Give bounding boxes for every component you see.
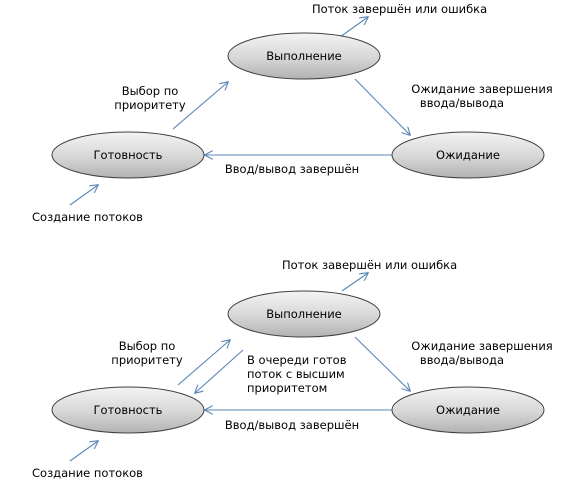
label-wait-io-line-2: ввода/вывода: [420, 353, 504, 367]
label-select-line-2: приоритету: [114, 98, 186, 112]
label-exit: Поток завершён или ошибка: [312, 2, 487, 16]
state-node-running: Выполнение: [227, 32, 381, 80]
label-io-done: Ввод/вывод завершён: [225, 418, 359, 432]
state-label-ready: Готовность: [94, 148, 163, 162]
label-select-line-1: Выбор по: [122, 84, 179, 98]
arrow-exit-top: [339, 17, 368, 38]
state-node-waiting: Ожидание: [391, 386, 545, 434]
state-label-running: Выполнение: [266, 307, 342, 321]
state-node-ready: Готовность: [51, 131, 205, 179]
label-preempt-line-2: поток с высшим: [247, 367, 345, 381]
arrow-wait-io-bottom: [354, 336, 410, 391]
label-exit: Поток завершён или ошибка: [282, 258, 457, 272]
label-preempt-line-1: В очереди готов: [247, 353, 347, 367]
state-label-running: Выполнение: [266, 49, 342, 63]
arrow-select-top: [172, 82, 228, 130]
label-wait-io-line-1: Ожидание завершения: [411, 339, 552, 353]
diagram-bottom: Выполнение Готовность Ожидание Поток зав…: [32, 258, 553, 480]
arrow-create-bottom: [69, 441, 98, 462]
label-create: Создание потоков: [32, 210, 143, 224]
arrow-exit-bottom: [341, 273, 368, 292]
label-preempt-line-3: приоритетом: [247, 381, 327, 395]
label-wait-io-line-2: ввода/вывода: [420, 96, 504, 110]
state-node-running: Выполнение: [227, 290, 381, 338]
state-label-ready: Готовность: [94, 403, 163, 417]
label-select-line-2: приоритету: [111, 353, 183, 367]
arrow-wait-io-top: [354, 78, 410, 135]
label-create: Создание потоков: [32, 466, 143, 480]
arrow-preempt-bottom: [195, 349, 244, 393]
arrow-select-bottom: [177, 340, 230, 386]
state-node-waiting: Ожидание: [391, 131, 545, 179]
diagram-top: Выполнение Готовность Ожидание Поток зав…: [32, 2, 553, 224]
label-wait-io-line-1: Ожидание завершения: [411, 82, 552, 96]
label-select-line-1: Выбор по: [119, 339, 176, 353]
arrow-create-top: [69, 185, 98, 206]
state-label-waiting: Ожидание: [436, 403, 500, 417]
label-io-done: Ввод/вывод завершён: [225, 162, 359, 176]
state-label-waiting: Ожидание: [436, 148, 500, 162]
state-node-ready: Готовность: [51, 386, 205, 434]
